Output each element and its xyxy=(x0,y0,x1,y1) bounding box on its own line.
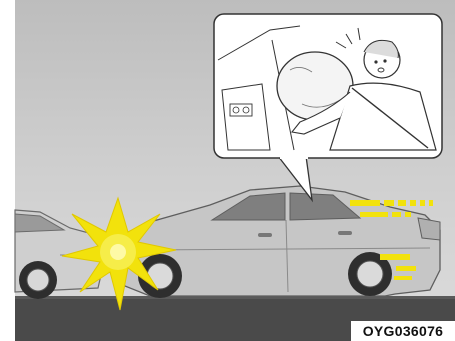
airbag-inset-icon xyxy=(214,14,442,200)
figure-code-label: OYG036076 xyxy=(351,321,455,341)
